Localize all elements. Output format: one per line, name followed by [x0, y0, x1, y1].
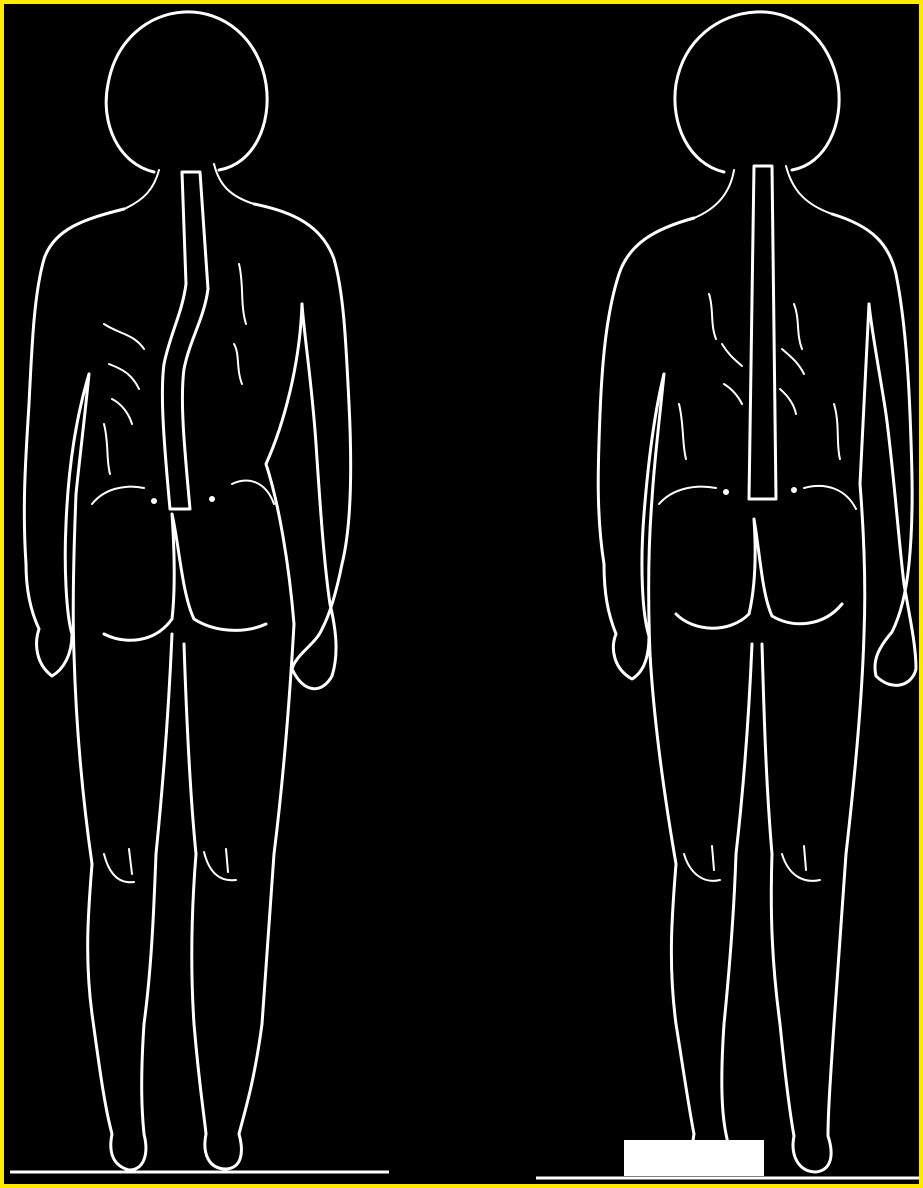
left-head: [106, 12, 267, 172]
right-arm-left: [604, 374, 664, 679]
right-legs: [650, 634, 864, 1172]
figure-left-scoliosis: [10, 12, 389, 1172]
right-head: [675, 12, 839, 172]
right-dimple-1: [723, 489, 729, 495]
posture-comparison-drawing: [4, 4, 919, 1184]
left-buttocks: [104, 514, 266, 640]
right-back-muscles: [679, 294, 840, 459]
right-arm-right: [869, 304, 916, 685]
right-waist-crease: [659, 486, 856, 509]
right-knees: [684, 846, 820, 881]
right-hips: [649, 304, 869, 654]
left-dimple-1: [151, 498, 157, 504]
left-spine-s-curve: [162, 172, 208, 509]
right-foot-block: [624, 1140, 764, 1176]
left-dimple-2: [209, 496, 215, 502]
left-knees: [104, 849, 236, 882]
left-back-muscles: [104, 264, 246, 474]
right-buttocks: [676, 519, 842, 628]
left-arm-left: [26, 374, 89, 676]
right-dimple-2: [791, 487, 797, 493]
right-neck: [694, 166, 832, 218]
left-legs: [74, 624, 294, 1170]
left-arm-right: [292, 304, 342, 689]
left-waist-crease: [92, 481, 274, 504]
right-spine-straight: [749, 166, 776, 499]
figure-right-corrected: [536, 12, 919, 1178]
